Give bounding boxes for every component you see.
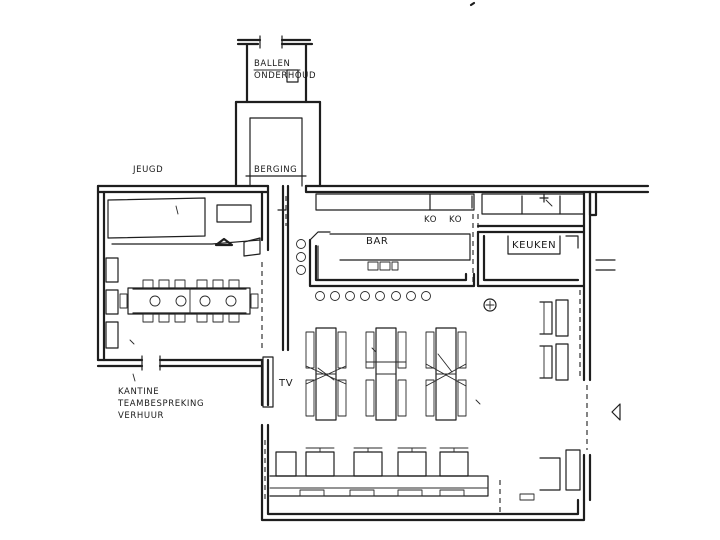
- label-verhuur: VERHUUR: [118, 411, 164, 421]
- entry-arrow: [611, 403, 621, 421]
- label-ko-left: KO: [424, 215, 437, 225]
- label-tv: TV: [278, 378, 293, 389]
- label-ballen: BALLEN: [254, 59, 290, 69]
- label-ko-right: KO: [449, 215, 462, 225]
- label-berging: BERGING: [254, 165, 297, 175]
- dining-table-right: [425, 327, 481, 421]
- tv-unit: [262, 356, 274, 408]
- label-keuken: KEUKEN: [512, 240, 556, 251]
- main-hall-walls: [260, 184, 650, 522]
- dining-table-middle: [365, 327, 407, 421]
- person-symbol: [483, 298, 497, 312]
- label-bar: BAR: [366, 236, 388, 247]
- pencil-mark: [469, 1, 476, 7]
- bar-counter: [308, 231, 476, 288]
- dining-table-left: [305, 327, 347, 421]
- room-ballen-onderhoud: [234, 35, 322, 104]
- room-keuken: [476, 224, 586, 380]
- label-onderhoud: ONDERHOUD: [254, 71, 316, 81]
- room-jeugd: [96, 184, 270, 382]
- room-berging: [234, 100, 322, 188]
- right-booths: [539, 299, 581, 491]
- label-kantine: KANTINE: [118, 387, 159, 397]
- label-jeugd: JEUGD: [132, 165, 163, 175]
- bottom-booths: [269, 447, 535, 512]
- jeugd-long-table: [119, 279, 259, 323]
- label-teambespreking: TEAMBESPREKING: [117, 399, 204, 409]
- bar-stools: [296, 239, 431, 301]
- jeugd-bottom-wall: [96, 262, 264, 371]
